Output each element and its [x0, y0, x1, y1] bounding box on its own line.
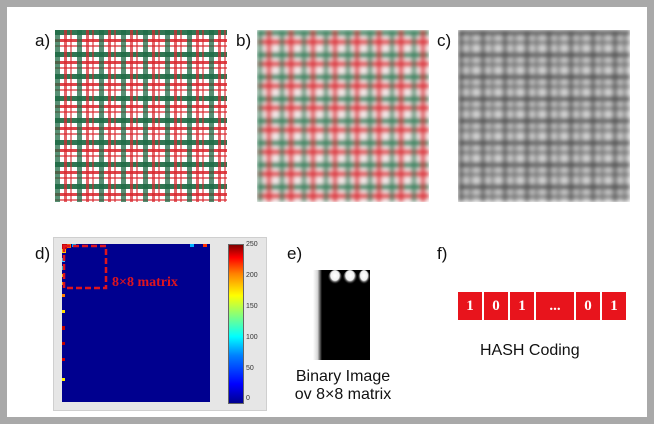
dct-coefficient-matrix	[62, 244, 210, 402]
hash-coding-caption: HASH Coding	[480, 342, 580, 359]
colorbar-tick: 100	[246, 334, 258, 341]
plaid-grayscale-image	[458, 30, 630, 202]
colorbar-tick: 50	[246, 365, 254, 372]
caption-line: Binary Image	[295, 368, 391, 385]
matrix-annotation: 8×8 matrix	[112, 275, 178, 290]
colorbar	[228, 244, 244, 404]
label-d: d)	[35, 244, 51, 263]
caption-line: ov 8×8 matrix	[294, 386, 392, 403]
colorbar-tick: 200	[246, 272, 258, 279]
binary-image	[313, 270, 370, 360]
binary-image-caption: Binary Image ov 8×8 matrix	[288, 368, 398, 404]
colorbar-tick: 150	[246, 303, 258, 310]
label-a: a)	[35, 31, 51, 50]
plaid-color-image	[55, 30, 227, 202]
hash-bit: 1	[602, 292, 626, 320]
label-c: c)	[437, 31, 452, 50]
label-b: b)	[236, 31, 252, 50]
hash-bit: 0	[576, 292, 600, 320]
hash-bit: 0	[484, 292, 508, 320]
label-e: e)	[287, 244, 303, 263]
label-f: f)	[437, 244, 448, 263]
hash-ellipsis: ...	[536, 292, 574, 320]
colorbar-tick: 250	[246, 241, 258, 248]
dct-heatmap-panel: 250 200 150 100 50 0 8×8 matrix	[53, 237, 267, 411]
plaid-blurred-image	[257, 30, 429, 202]
colorbar-tick: 0	[246, 395, 250, 402]
hash-bit: 1	[510, 292, 534, 320]
hash-bit: 1	[458, 292, 482, 320]
